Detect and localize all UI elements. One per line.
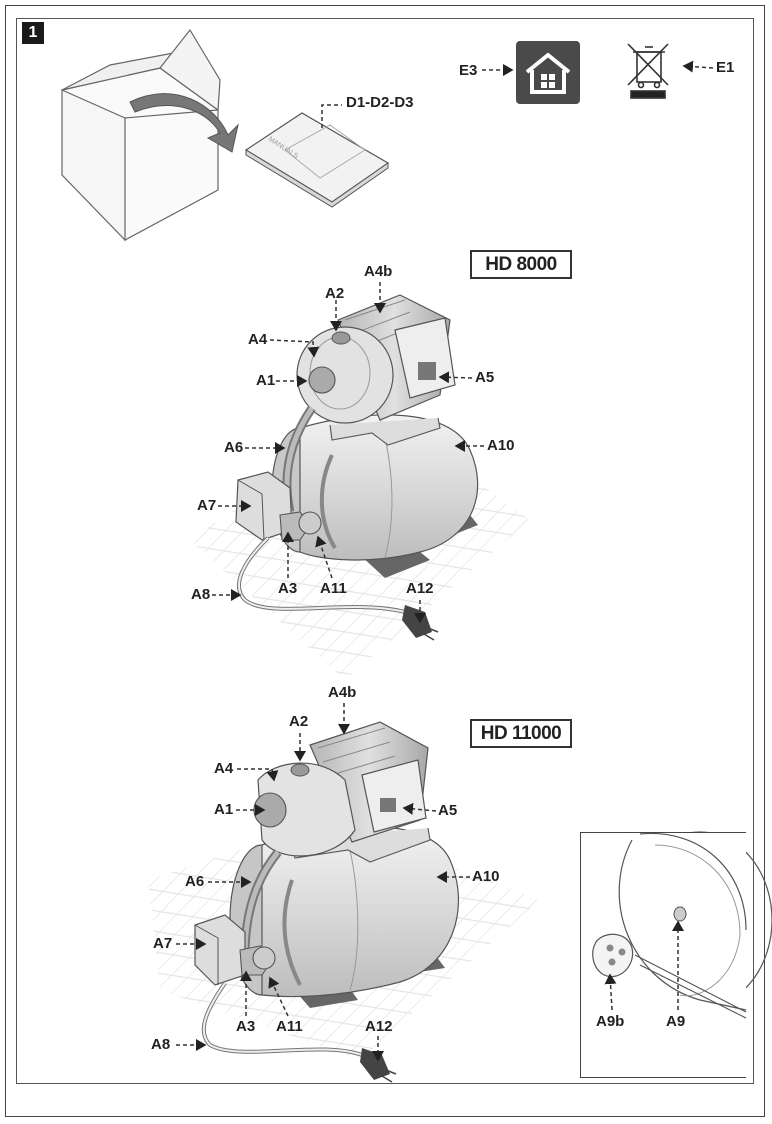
weee-crossed-bin-icon bbox=[627, 43, 669, 99]
hd11000-pump-illustration bbox=[148, 721, 540, 1083]
hd11000-label-a5: A5 bbox=[438, 802, 458, 819]
unboxing-arrow-icon bbox=[129, 93, 239, 153]
hd8000-label-a7: A7 bbox=[197, 497, 217, 514]
hd8000-label-a2: A2 bbox=[325, 285, 345, 302]
figure-frame bbox=[16, 18, 754, 1084]
disposal-label: E1 bbox=[716, 59, 735, 76]
hd11000-label-a1: A1 bbox=[214, 801, 234, 818]
hd8000-label-a8: A8 bbox=[191, 586, 211, 603]
manual-leader-line bbox=[321, 104, 342, 128]
hd11000-label-a7: A7 bbox=[153, 935, 173, 952]
hd8000-label-a4b: A4b bbox=[364, 263, 393, 280]
hd8000-label-a1: A1 bbox=[256, 372, 276, 389]
hd11000-leader-lines bbox=[176, 703, 470, 1062]
hd11000-label-a6: A6 bbox=[185, 873, 205, 890]
hd11000-label-a10: A10 bbox=[472, 868, 500, 885]
manual-label: D1-D2-D3 bbox=[346, 94, 414, 111]
hd8000-label-a5: A5 bbox=[475, 369, 495, 386]
hd11000-label-a2: A2 bbox=[289, 713, 309, 730]
hd11000-label-a3: A3 bbox=[236, 1018, 256, 1035]
hd11000-label-a11: A11 bbox=[276, 1018, 303, 1035]
hd11000-label-a8: A8 bbox=[151, 1036, 171, 1053]
hd11000-label-a12: A12 bbox=[365, 1018, 393, 1035]
page-outer-border bbox=[5, 5, 765, 1117]
hd8000-pump-illustration bbox=[190, 294, 530, 680]
inset-detail-frame bbox=[580, 832, 746, 1078]
inset-label-a9: A9 bbox=[666, 1013, 686, 1030]
hd8000-label-a4: A4 bbox=[248, 331, 268, 348]
hd8000-label-a3: A3 bbox=[278, 580, 298, 597]
model-title-hd11000: HD 11000 bbox=[470, 719, 572, 748]
cardboard-box-illustration bbox=[61, 28, 221, 242]
hd8000-label-a11: A11 bbox=[320, 580, 347, 597]
indoor-use-symbol-icon bbox=[516, 41, 580, 104]
model-title-hd8000: HD 8000 bbox=[470, 250, 572, 279]
manual-booklet-illustration: MANUALS bbox=[244, 112, 390, 208]
hd8000-label-a10: A10 bbox=[487, 437, 515, 454]
hd8000-leader-lines bbox=[212, 282, 484, 624]
hd11000-label-a4b: A4b bbox=[328, 684, 357, 701]
figure-number: 1 bbox=[22, 22, 44, 44]
hd11000-label-a4: A4 bbox=[214, 760, 234, 777]
hd8000-label-a12: A12 bbox=[406, 580, 434, 597]
hd8000-label-a6: A6 bbox=[224, 439, 244, 456]
indoor-use-label: E3 bbox=[459, 62, 478, 79]
inset-label-a9b: A9b bbox=[596, 1013, 625, 1030]
